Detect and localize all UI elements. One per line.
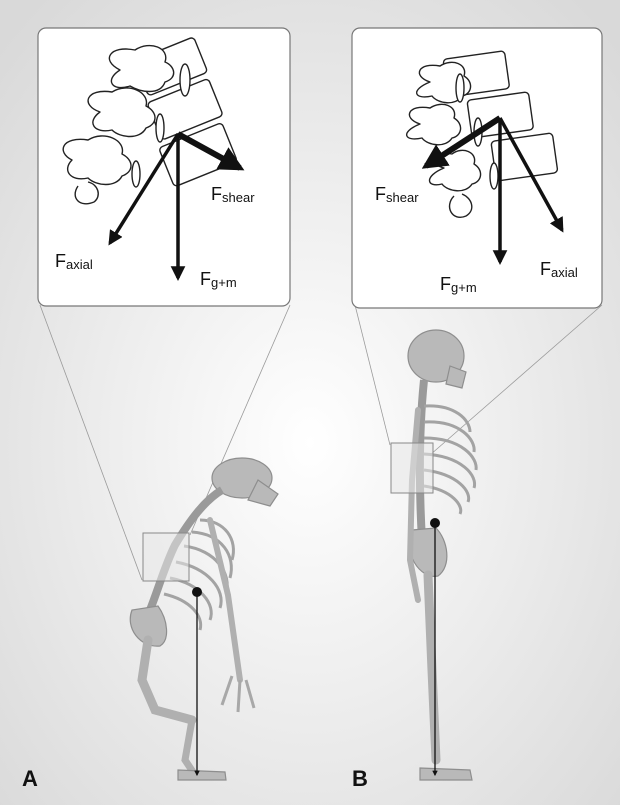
zoom-region-a bbox=[143, 533, 189, 581]
zoom-region-b bbox=[391, 443, 433, 493]
center-of-mass-b bbox=[430, 518, 440, 528]
foot-a bbox=[178, 770, 226, 780]
inset-panel-b: Fshear Faxial Fg+m bbox=[352, 28, 602, 308]
panel-letter-a: A bbox=[22, 766, 38, 791]
panel-letter-b: B bbox=[352, 766, 368, 791]
inset-panel-a: Fshear Faxial Fg+m bbox=[38, 28, 290, 306]
center-of-mass-a bbox=[192, 587, 202, 597]
foot-b bbox=[420, 768, 472, 780]
